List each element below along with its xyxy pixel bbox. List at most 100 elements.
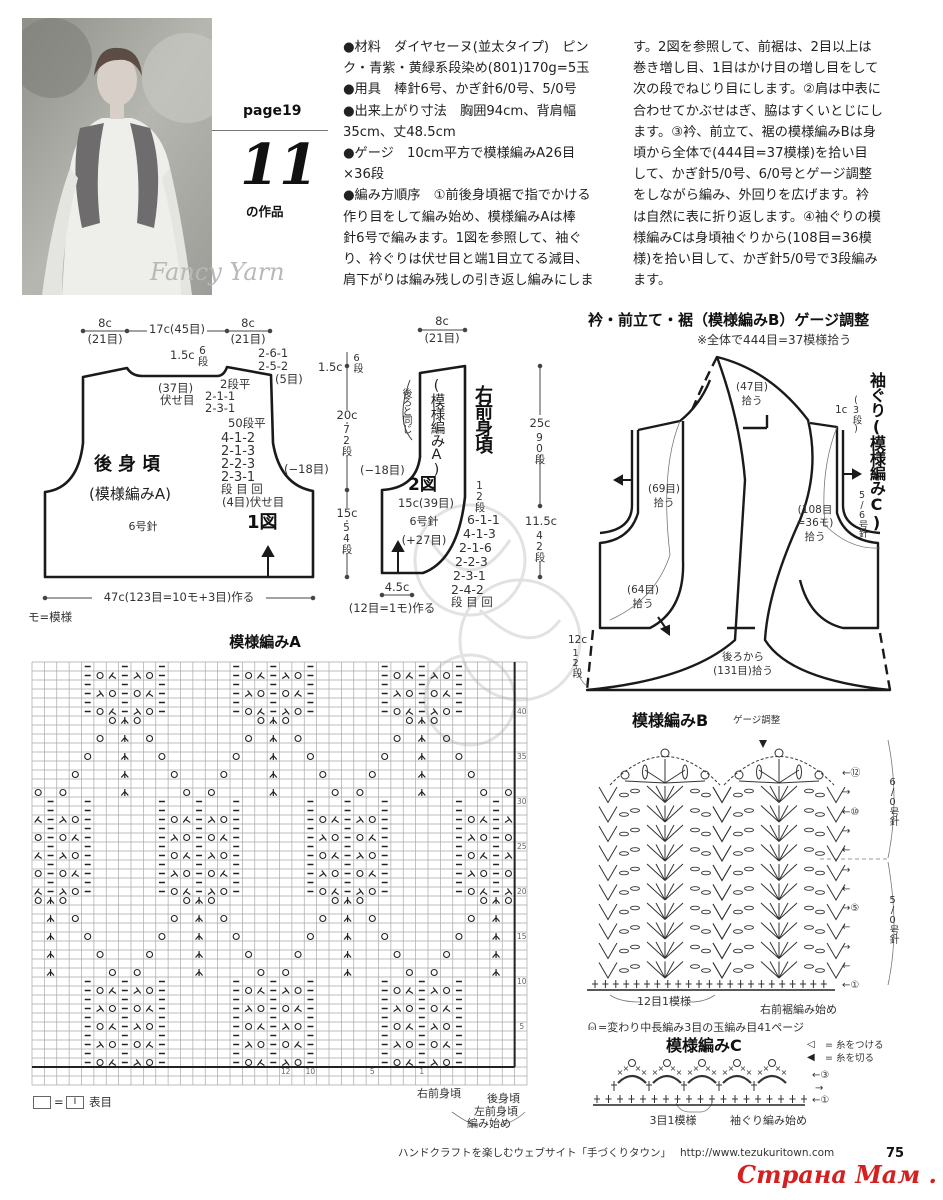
- chain-symbol: [690, 886, 700, 891]
- yarn-over-symbol: [368, 770, 376, 779]
- yarn-over-symbol: [146, 986, 154, 995]
- yarn-over-symbol: [146, 950, 154, 959]
- yarn-over-symbol: [170, 851, 178, 860]
- page-number: 75: [886, 1146, 905, 1161]
- back-from: 後ろから: [722, 651, 764, 663]
- double-decrease-symbol: [269, 771, 278, 778]
- double-crochet-symbol: [769, 844, 780, 862]
- chain-symbol: [744, 944, 754, 950]
- double-decrease-symbol: [492, 915, 501, 922]
- chain-symbol: [815, 831, 825, 837]
- yarn-over-symbol: [430, 1040, 438, 1049]
- single-crochet-x-symbol: ×: [676, 1068, 683, 1077]
- chart-b-symbol-note: =変わり中長編み3目の玉編み目41ページ: [598, 1021, 804, 1034]
- single-crochet-x-symbol: ×: [705, 1064, 712, 1073]
- chain-symbol: [744, 964, 754, 969]
- back-arm-bind: (4目)伏せ目: [222, 495, 285, 509]
- chain-symbol: [804, 808, 814, 813]
- right-decrease-symbol: [504, 816, 513, 823]
- back-cast-on: 47c(123目=10モ+3目)作る: [103, 590, 255, 604]
- single-crochet-symbol: [716, 980, 723, 988]
- double-crochet-symbol: [664, 785, 684, 803]
- right-decrease-symbol: [393, 1041, 402, 1048]
- right-decrease-symbol: [281, 672, 290, 679]
- double-crochet-symbol: [769, 902, 780, 920]
- single-crochet-x-symbol: ×: [757, 1068, 764, 1077]
- right-decrease-symbol: [430, 708, 439, 715]
- double-crochet-symbol: [655, 883, 666, 901]
- single-crochet-x-symbol: ×: [687, 1068, 694, 1077]
- chain-symbol: [701, 968, 711, 973]
- yarn-over-symbol: [356, 833, 364, 842]
- chain-symbol: [815, 929, 825, 934]
- yarn-over-symbol: [146, 671, 154, 680]
- chain-symbol: [619, 812, 629, 817]
- picot-symbol: [698, 1059, 706, 1067]
- v-stitch-symbol: [826, 884, 846, 901]
- yarn-over-symbol: [232, 932, 240, 941]
- mo-note: モ=模様: [28, 610, 73, 624]
- yarn-over-symbol: [170, 770, 178, 779]
- double-crochet-symbol: [655, 902, 666, 920]
- yarn-over-symbol: [282, 716, 290, 725]
- chain-symbol: [733, 948, 743, 954]
- double-decrease-symbol: [343, 969, 352, 976]
- right-decrease-symbol: [170, 870, 179, 877]
- legend-blank-cell: [33, 1096, 51, 1109]
- single-crochet-symbol: [592, 980, 598, 988]
- yarn-over-symbol: [331, 833, 339, 842]
- front-pattern: (模様編みA): [428, 378, 445, 477]
- picot-symbol: [768, 1059, 776, 1067]
- left-decrease-symbol: [294, 1005, 302, 1012]
- back-needle: 6号針: [128, 520, 158, 533]
- v-stitch-symbol: [598, 786, 618, 804]
- instruction-line: 様編みCは身頃袖ぐりから(108目=36模: [633, 230, 872, 246]
- v-stitch-symbol: [712, 825, 732, 843]
- chain-symbol: [690, 905, 700, 911]
- double-decrease-symbol: [492, 951, 501, 958]
- yarn-over-symbol: [133, 716, 141, 725]
- hem-pickup-label: 拾う: [632, 598, 654, 610]
- chain-symbol: [804, 788, 814, 794]
- v-stitch-symbol: [712, 942, 732, 960]
- yarn-over-symbol: [108, 968, 116, 977]
- single-crochet-symbol: [732, 1095, 738, 1103]
- double-crochet-symbol: [778, 863, 789, 881]
- single-crochet-x-symbol: ×: [641, 1068, 648, 1077]
- yarn-over-symbol: [282, 689, 290, 698]
- chain-symbol: [701, 792, 711, 798]
- v-stitch-symbol: [826, 786, 846, 804]
- yarn-over-symbol: [158, 752, 166, 761]
- chain-symbol: [815, 890, 825, 895]
- model-photo: [22, 18, 212, 295]
- single-crochet-symbol: [640, 1095, 646, 1103]
- fan-stitch-symbol: [778, 769, 800, 784]
- back-arm-dec-3: 2-2-3: [221, 457, 256, 472]
- row-number-label: 30: [517, 797, 527, 806]
- double-crochet-symbol: [646, 824, 666, 842]
- back-top-right-width: 8c: [241, 316, 255, 330]
- chain-symbol: [815, 851, 825, 856]
- chain-symbol: [733, 909, 743, 915]
- chain-symbol: [701, 909, 711, 915]
- left-decrease-symbol: [479, 816, 488, 823]
- left-decrease-symbol: [108, 1023, 117, 1030]
- left-decrease-symbol: [442, 690, 451, 697]
- chart-b-row-marker: ←: [842, 883, 851, 895]
- chain-symbol: [701, 831, 711, 837]
- chain-symbol: [619, 929, 629, 934]
- yarn-over-symbol: [405, 1040, 413, 1049]
- footer-url[interactable]: http://www.tezukuritown.com: [680, 1147, 835, 1159]
- right-decrease-symbol: [170, 834, 179, 841]
- double-crochet-symbol: [646, 1081, 652, 1091]
- armhole-rows: (3段): [850, 395, 862, 434]
- yarn-over-symbol: [356, 788, 364, 797]
- yarn-over-symbol: [294, 950, 302, 959]
- double-crochet-symbol: [778, 922, 789, 940]
- single-crochet-symbol: [685, 980, 692, 988]
- fan-stitch-symbol: [664, 780, 706, 784]
- yarn-over-symbol: [294, 707, 302, 716]
- single-crochet-x-symbol: ×: [617, 1068, 624, 1077]
- left-decrease-symbol: [71, 870, 80, 877]
- yarn-over-symbol: [455, 752, 463, 761]
